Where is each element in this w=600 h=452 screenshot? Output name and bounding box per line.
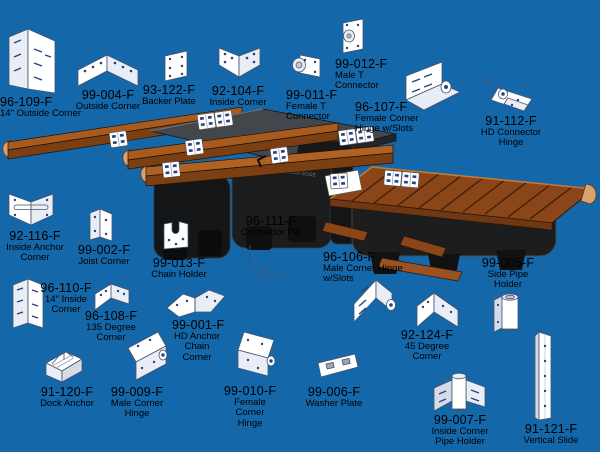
inside-corner-14-art xyxy=(12,278,44,329)
part-description: Vertical Slide xyxy=(523,435,579,446)
part-number: 91-120-F xyxy=(40,385,94,399)
part-number: 99-005-F xyxy=(481,256,535,270)
right-dock-section: DOCK EDGE xyxy=(321,166,597,282)
part-99-005-f: 99-005-F Side Pipe Holder xyxy=(480,256,536,333)
side-pipe-holder-art xyxy=(493,293,519,333)
part-96-111-f: 96-111-F Connector Pin xyxy=(238,214,304,283)
part-number: 96-108-F xyxy=(84,309,138,323)
part-description: HD Connector Hinge xyxy=(480,127,542,149)
joist-corner-art xyxy=(89,208,113,242)
part-number: 96-111-F xyxy=(245,214,297,228)
outside-corner-art xyxy=(77,54,139,87)
female-corner-hinge-art xyxy=(237,331,276,377)
part-number: 99-010-F xyxy=(223,384,277,398)
part-number: 99-013-F xyxy=(152,256,206,270)
outside-corner-14-art xyxy=(8,28,56,94)
part-91-121-f: 91-121-F Vertical Slide xyxy=(518,331,584,446)
part-description: Connector Pin xyxy=(240,227,302,238)
part-description: Inside Anchor Corner xyxy=(6,242,64,264)
part-description: Inside Corner Pipe Holder xyxy=(431,426,489,448)
backer-plate-art xyxy=(164,50,188,82)
part-number: 99-007-F xyxy=(433,413,487,427)
vertical-slide-art xyxy=(534,331,552,421)
part-number: 99-012-F xyxy=(335,57,388,71)
part-99-006-f: 99-006-F Washer Plate xyxy=(303,353,365,409)
inside-corner-pipe-holder-art xyxy=(433,372,486,412)
float-brand-text: DOCK EDGE xyxy=(286,169,317,179)
part-92-116-f: 92-116-F Inside Anchor Corner xyxy=(2,193,68,264)
part-description: Joist Corner xyxy=(78,256,130,267)
part-number: 91-121-F xyxy=(524,422,578,436)
connector-pin-arrow xyxy=(256,155,267,168)
part-99-002-f: 99-002-F Joist Corner xyxy=(74,208,134,267)
part-number: 92-104-F xyxy=(211,84,265,98)
inside-corner-art xyxy=(218,47,261,78)
part-description: 135 Degree Corner xyxy=(86,322,136,344)
corner-45-art xyxy=(416,292,459,328)
part-91-120-f: 91-120-F Dock Anchor xyxy=(36,349,98,409)
female-corner-hinge-slots-art xyxy=(405,61,461,111)
part-number: 96-106-F xyxy=(323,250,376,264)
male-corner-hinge-slots-art xyxy=(353,279,396,323)
corner-135-art xyxy=(94,283,130,311)
part-description: Male Corner Hinge w/Slots xyxy=(323,263,403,285)
part-number: 99-011-F xyxy=(286,88,338,102)
part-number: 92-124-F xyxy=(400,328,454,342)
hd-connector-hinge-art xyxy=(473,76,533,112)
part-description: Male T Connector xyxy=(335,70,379,92)
part-number: 93-122-F xyxy=(142,83,196,97)
part-description: Side Pipe Holder xyxy=(487,269,529,291)
male-t-connector-art xyxy=(342,18,364,54)
part-92-124-f: 92-124-F 45 Degree Corner xyxy=(398,292,459,363)
part-99-009-f: 99-009-F Male Corner Hinge xyxy=(106,331,168,420)
part-description: HD Anchor Chain Corner xyxy=(174,331,220,363)
part-99-010-f: 99-010-F Female Corner Hinge xyxy=(222,331,278,429)
part-number: 96-107-F xyxy=(355,100,408,114)
part-99-001-f: 99-001-F HD Anchor Chain Corner xyxy=(166,289,226,363)
part-93-122-f: 93-122-F Backer Plate xyxy=(138,50,200,107)
inside-anchor-corner-art xyxy=(8,193,54,226)
part-description: Female Corner Hinge xyxy=(234,397,266,429)
part-99-012-f: 99-012-F Male T Connector xyxy=(335,18,399,92)
part-96-109-f: 96-109-F 14" Outside Corner xyxy=(0,28,86,119)
part-96-110-f: 96-110-F 14" Inside Corner xyxy=(12,278,96,329)
washer-plate-art xyxy=(317,353,359,378)
part-96-106-f: 96-106-F Male Corner Hinge w/Slots xyxy=(323,250,411,323)
part-number: 92-116-F xyxy=(9,229,61,243)
part-number: 99-001-F xyxy=(172,318,225,332)
dock-anchor-art xyxy=(45,349,83,383)
part-description: 14" Inside Corner xyxy=(45,294,87,316)
part-description: Inside Corner xyxy=(209,97,267,108)
part-99-013-f: 99-013-F Chain Holder xyxy=(148,221,210,280)
part-description: 45 Degree Corner xyxy=(404,341,450,363)
part-description: Washer Plate xyxy=(305,398,363,409)
part-number: 99-009-F xyxy=(110,385,164,399)
part-description: Male Corner Hinge xyxy=(110,398,164,420)
part-91-112-f: 91-112-F HD Connector Hinge xyxy=(473,76,544,149)
hd-anchor-chain-corner-art xyxy=(166,289,226,318)
part-description: Outside Corner xyxy=(75,101,141,112)
part-99-011-f: 99-011-F Female T Connector xyxy=(286,54,346,123)
part-description: Dock Anchor xyxy=(40,398,94,409)
part-number: 99-002-F xyxy=(77,243,131,257)
connector-pin-art xyxy=(248,245,290,283)
part-number: 96-110-F xyxy=(40,281,92,295)
part-96-107-f: 96-107-F Female Corner Hinge w/Slots xyxy=(355,61,461,135)
part-description: Backer Plate xyxy=(142,96,196,107)
part-96-108-f: 96-108-F 135 Degree Corner xyxy=(82,283,140,344)
part-number: 91-112-F xyxy=(485,114,537,128)
part-number: 99-006-F xyxy=(307,385,361,399)
part-description: Chain Holder xyxy=(151,269,207,280)
part-number: 99-004-F xyxy=(81,88,135,102)
part-description: Female T Connector xyxy=(286,101,330,123)
chain-holder-art xyxy=(163,221,189,250)
part-99-007-f: 99-007-F Inside Corner Pipe Holder xyxy=(426,372,494,448)
part-description: Female Corner Hinge w/Slots xyxy=(355,113,419,135)
part-description: 14" Outside Corner xyxy=(0,108,81,119)
part-92-104-f: 92-104-F Inside Corner xyxy=(204,47,272,108)
part-99-004-f: 99-004-F Outside Corner xyxy=(70,54,146,112)
female-t-connector-art xyxy=(292,54,321,78)
part-number: 96-109-F xyxy=(0,95,53,109)
male-corner-hinge-art xyxy=(127,331,168,381)
